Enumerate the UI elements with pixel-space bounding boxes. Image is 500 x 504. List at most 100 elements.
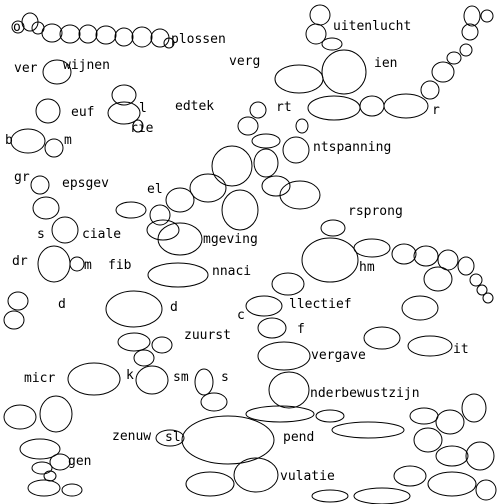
ring [194, 368, 214, 396]
ring [114, 27, 134, 47]
ring [461, 393, 487, 423]
word-fragment: gr [14, 170, 30, 185]
ring [459, 43, 473, 57]
ring [43, 470, 57, 482]
ring [257, 317, 287, 339]
ring [19, 438, 61, 460]
ring [435, 445, 469, 467]
ring [463, 5, 481, 27]
ring [31, 461, 53, 475]
ring [353, 238, 391, 258]
ring [10, 128, 46, 154]
word-fragment: m [84, 258, 92, 273]
word-fragment: f [297, 322, 305, 337]
ring [282, 136, 310, 164]
word-fragment: edtek [175, 99, 215, 114]
ring [135, 365, 169, 395]
ring [211, 145, 253, 187]
ring [157, 222, 203, 256]
ring [39, 395, 73, 433]
ring [151, 336, 173, 354]
ring [67, 362, 121, 396]
ring [95, 25, 117, 45]
word-fragment: nnaci [212, 264, 252, 279]
ring [189, 173, 227, 203]
ring [315, 409, 345, 423]
ring [51, 216, 79, 244]
word-fragment: l [139, 101, 147, 116]
ring [221, 189, 259, 231]
ring [359, 95, 385, 117]
ring [3, 404, 37, 430]
ring [32, 196, 60, 220]
word-fragment: ciale [82, 227, 122, 242]
word-fragment: pend [283, 430, 315, 445]
ring [353, 487, 411, 504]
ring [393, 465, 427, 487]
ring [251, 133, 281, 149]
ring [27, 479, 61, 497]
ring [331, 421, 405, 439]
ring [305, 23, 327, 45]
word-fragment: sm [173, 370, 189, 385]
ring [181, 415, 275, 465]
ring [185, 471, 235, 497]
ring [107, 101, 141, 125]
ring [78, 24, 98, 44]
word-fragment: rie [130, 121, 154, 136]
ring [30, 175, 50, 195]
ring [420, 80, 440, 100]
ring [3, 310, 25, 330]
word-fragment: uitenlucht [333, 19, 412, 34]
word-fragment: r [432, 103, 440, 118]
word-fragment: zenuw [112, 429, 152, 444]
ring [409, 407, 439, 425]
ring [111, 84, 137, 106]
ring [257, 341, 311, 371]
ring [407, 335, 453, 357]
word-fragment: rt [276, 100, 292, 115]
ring [147, 262, 209, 288]
ring [435, 409, 465, 435]
ring [131, 26, 153, 48]
word-fragment: rsprong [348, 204, 403, 219]
ring [200, 392, 228, 412]
ring [117, 332, 151, 352]
ring [482, 292, 494, 304]
ring [446, 51, 462, 65]
ring [61, 483, 83, 497]
ring [295, 118, 309, 134]
ring [309, 4, 331, 26]
word-fragment: ntspanning [313, 140, 392, 155]
ring [268, 371, 310, 409]
ring [59, 24, 81, 44]
word-fragment: vulatie [280, 469, 335, 484]
ring [475, 479, 497, 501]
ring [383, 93, 429, 119]
ring [457, 256, 475, 276]
ring [274, 64, 324, 94]
word-fragment: zuurst [184, 328, 231, 343]
word-fragment: mgeving [203, 232, 258, 247]
word-fragment: hm [359, 260, 375, 275]
word-fragment: d [170, 300, 178, 315]
ring [41, 23, 63, 43]
word-fragment: dr [12, 254, 28, 269]
ring [35, 98, 61, 124]
word-fragment: nderbewustzijn [310, 386, 420, 401]
ring [150, 28, 170, 48]
ring [133, 349, 155, 367]
ring [69, 256, 85, 272]
ring [11, 20, 25, 34]
ring [146, 219, 180, 241]
ring [233, 457, 279, 493]
word-fragment: fib [108, 258, 132, 273]
word-fragment: el [147, 182, 163, 197]
ring [321, 49, 367, 95]
ring [42, 59, 72, 85]
ring [431, 61, 455, 83]
word-fragment: wijnen [63, 58, 110, 73]
ring [249, 101, 267, 119]
word-fragment: c [237, 308, 245, 323]
